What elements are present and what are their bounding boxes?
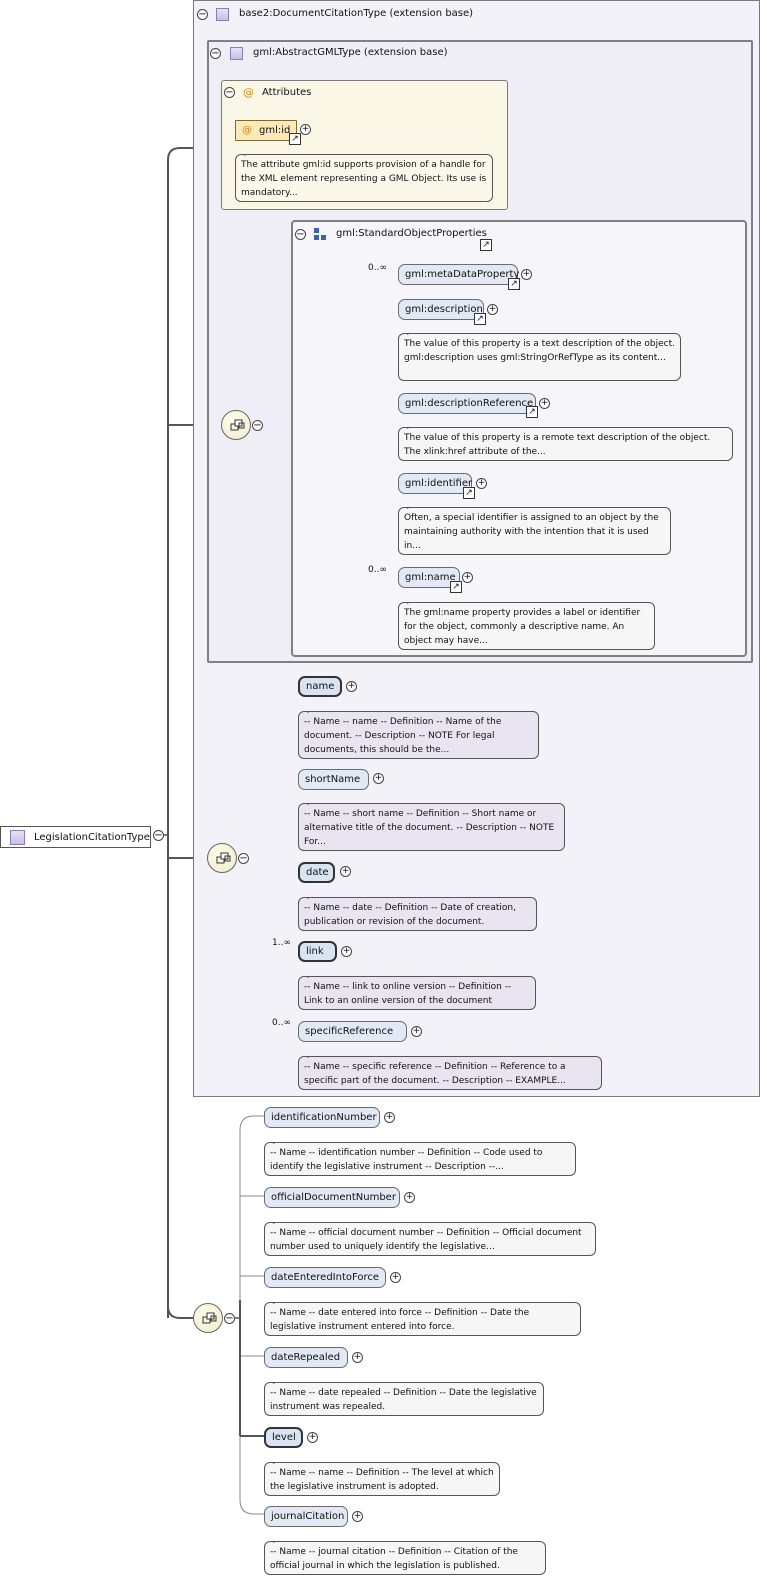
- element-dateEnteredIntoForce[interactable]: dateEnteredIntoForce: [264, 1267, 386, 1288]
- attributes-collapse-toggle[interactable]: [224, 87, 235, 98]
- complex-type-icon: [216, 8, 229, 21]
- attributes-label: Attributes: [262, 87, 312, 98]
- element-specificReference[interactable]: specificReference: [298, 1021, 407, 1042]
- element-expand-toggle[interactable]: [521, 269, 532, 280]
- gml-id-attribute[interactable]: @ gml:id: [235, 120, 297, 141]
- element-expand-toggle[interactable]: [390, 1272, 401, 1283]
- group-icon: [314, 228, 326, 243]
- reference-arrow-icon[interactable]: ↗: [526, 406, 538, 418]
- element-dateRepealed[interactable]: dateRepealed: [264, 1347, 348, 1368]
- root-collapse-toggle[interactable]: [153, 830, 164, 841]
- element-expand-toggle[interactable]: [404, 1192, 415, 1203]
- root-complex-type[interactable]: LegislationCitationType: [0, 826, 151, 848]
- reference-arrow-icon[interactable]: ↗: [508, 278, 520, 290]
- element-shortName[interactable]: shortName: [298, 769, 369, 790]
- group-collapse-toggle[interactable]: [295, 229, 306, 240]
- element-officialDocumentNumber[interactable]: officialDocumentNumber: [264, 1187, 400, 1208]
- element-gml-name[interactable]: gml:name: [398, 567, 460, 588]
- element-doc: -- Name -- specific reference -- Definit…: [298, 1056, 602, 1090]
- element-expand-toggle[interactable]: [340, 866, 351, 877]
- element-expand-toggle[interactable]: [476, 478, 487, 489]
- element-expand-toggle[interactable]: [411, 1026, 422, 1037]
- cardinality-label: 0..∞: [272, 1018, 291, 1028]
- element-link[interactable]: link: [298, 941, 337, 962]
- gml-id-label: gml:id: [259, 125, 291, 136]
- at-sign-icon: @: [242, 125, 252, 136]
- sequence-compositor-icon[interactable]: [193, 1303, 223, 1333]
- sequence-collapse-toggle[interactable]: [224, 1313, 235, 1324]
- cardinality-label: 1..∞: [272, 938, 291, 948]
- element-gml-description[interactable]: gml:description: [398, 299, 484, 320]
- element-gml-metaDataProperty[interactable]: gml:metaDataProperty: [398, 264, 519, 285]
- reference-arrow-icon[interactable]: ↗: [450, 581, 462, 593]
- element-doc: -- Name -- name -- Definition -- Name of…: [298, 711, 539, 759]
- gml-collapse-toggle[interactable]: [210, 48, 221, 59]
- element-doc: -- Name -- official document number -- D…: [264, 1222, 596, 1256]
- gml-extension-label: gml:AbstractGMLType (extension base): [253, 47, 448, 58]
- element-doc: The value of this property is a remote t…: [398, 427, 733, 461]
- sequence-compositor-icon[interactable]: [207, 843, 237, 873]
- element-doc: -- Name -- name -- Definition -- The lev…: [264, 1462, 500, 1496]
- element-level[interactable]: level: [264, 1427, 303, 1448]
- gml-id-doc: The attribute gml:id supports provision …: [235, 154, 493, 202]
- element-name[interactable]: name: [298, 676, 342, 697]
- complex-type-icon: [230, 47, 243, 60]
- sequence-collapse-toggle[interactable]: [238, 853, 249, 864]
- element-expand-toggle[interactable]: [487, 304, 498, 315]
- element-doc: -- Name -- date -- Definition -- Date of…: [298, 897, 537, 931]
- group-label: gml:StandardObjectProperties: [336, 228, 487, 239]
- reference-arrow-icon[interactable]: ↗: [474, 313, 486, 325]
- base2-extension-label: base2:DocumentCitationType (extension ba…: [239, 8, 474, 19]
- element-expand-toggle[interactable]: [462, 572, 473, 583]
- complex-type-icon: [10, 829, 25, 845]
- reference-arrow-icon[interactable]: ↗: [289, 133, 301, 145]
- element-gml-descriptionReference[interactable]: gml:descriptionReference: [398, 393, 536, 414]
- element-expand-toggle[interactable]: [341, 946, 352, 957]
- base2-collapse-toggle[interactable]: [197, 9, 208, 20]
- element-expand-toggle[interactable]: [384, 1112, 395, 1123]
- gml-id-expand-toggle[interactable]: [300, 124, 311, 135]
- sequence-collapse-toggle[interactable]: [252, 420, 263, 431]
- element-expand-toggle[interactable]: [352, 1352, 363, 1363]
- element-journalCitation[interactable]: journalCitation: [264, 1506, 348, 1527]
- element-expand-toggle[interactable]: [373, 773, 384, 784]
- element-doc: -- Name -- date entered into force -- De…: [264, 1302, 581, 1336]
- reference-arrow-icon[interactable]: ↗: [463, 487, 475, 499]
- element-doc: Often, a special identifier is assigned …: [398, 507, 671, 555]
- cardinality-label: 0..∞: [368, 263, 387, 273]
- element-gml-identifier[interactable]: gml:identifier: [398, 473, 472, 494]
- root-label: LegislationCitationType: [34, 831, 150, 843]
- element-doc: The gml:name property provides a label o…: [398, 602, 655, 650]
- element-doc: -- Name -- journal citation -- Definitio…: [264, 1541, 546, 1575]
- element-doc: The value of this property is a text des…: [398, 333, 681, 381]
- element-doc: -- Name -- identification number -- Defi…: [264, 1142, 576, 1176]
- element-expand-toggle[interactable]: [539, 398, 550, 409]
- element-date[interactable]: date: [298, 862, 335, 883]
- element-doc: -- Name -- date repealed -- Definition -…: [264, 1382, 544, 1416]
- at-sign-icon: @: [243, 86, 254, 99]
- element-expand-toggle[interactable]: [346, 681, 357, 692]
- element-doc: -- Name -- link to online version -- Def…: [298, 976, 536, 1010]
- element-doc: -- Name -- short name -- Definition -- S…: [298, 803, 565, 851]
- sequence-compositor-icon[interactable]: [221, 410, 251, 440]
- element-identificationNumber[interactable]: identificationNumber: [264, 1107, 380, 1128]
- cardinality-label: 0..∞: [368, 565, 387, 575]
- reference-arrow-icon[interactable]: ↗: [480, 239, 492, 251]
- element-expand-toggle[interactable]: [352, 1511, 363, 1522]
- element-expand-toggle[interactable]: [307, 1432, 318, 1443]
